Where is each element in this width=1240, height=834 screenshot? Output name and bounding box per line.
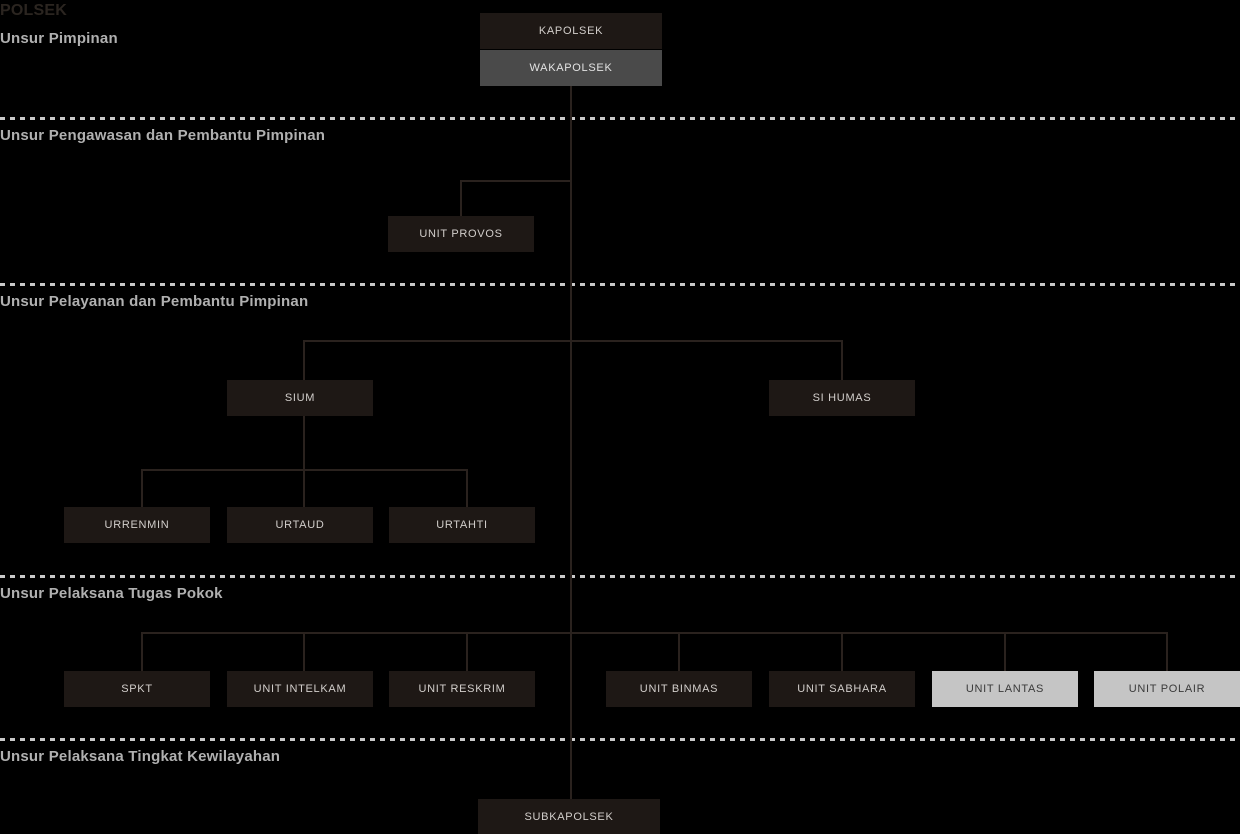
connector-intelkam-drop	[303, 632, 305, 671]
section-label-unsur-pimpinan: Unsur Pimpinan	[0, 30, 118, 47]
node-subkapolsek[interactable]: SUBKAPOLSEK	[478, 799, 660, 834]
connector-urtahti-drop	[466, 469, 468, 507]
node-urtaud[interactable]: URTAUD	[227, 507, 373, 543]
node-unit-reskrim[interactable]: UNIT RESKRIM	[389, 671, 535, 707]
node-si-humas[interactable]: SI HUMAS	[769, 380, 915, 416]
node-unit-lantas[interactable]: UNIT LANTAS	[932, 671, 1078, 707]
connector-spkt-drop	[141, 632, 143, 671]
section-label-unsur-pelaksana-kewilayahan: Unsur Pelaksana Tingkat Kewilayahan	[0, 748, 281, 765]
connector-tugas-pokok-bus	[141, 632, 1167, 634]
divider-pengawasan	[0, 117, 1240, 120]
section-label-unsur-pelayanan: Unsur Pelayanan dan Pembantu Pimpinan	[0, 293, 309, 310]
page-title: POLSEK	[0, 2, 67, 19]
connector-pelayanan-bus	[303, 340, 843, 342]
node-unit-binmas[interactable]: UNIT BINMAS	[606, 671, 752, 707]
divider-pelayanan	[0, 283, 1240, 286]
connector-binmas-drop	[678, 632, 680, 671]
section-label-unsur-pengawasan: Unsur Pengawasan dan Pembantu Pimpinan	[0, 127, 326, 144]
node-urtahti[interactable]: URTAHTI	[389, 507, 535, 543]
main-trunk-line	[570, 85, 572, 800]
node-unit-provos[interactable]: UNIT PROVOS	[388, 216, 534, 252]
node-kapolsek[interactable]: KAPOLSEK	[480, 13, 662, 49]
node-unit-intelkam[interactable]: UNIT INTELKAM	[227, 671, 373, 707]
node-sium[interactable]: SIUM	[227, 380, 373, 416]
connector-provos-vertical	[460, 180, 462, 217]
node-unit-polair[interactable]: UNIT POLAIR	[1094, 671, 1240, 707]
node-urrenmin[interactable]: URRENMIN	[64, 507, 210, 543]
connector-urrenmin-drop	[141, 469, 143, 507]
connector-sium-drop	[303, 340, 305, 380]
connector-sium-stem	[303, 416, 305, 507]
divider-kewilayahan	[0, 738, 1240, 741]
connector-reskrim-drop	[466, 632, 468, 671]
section-label-unsur-pelaksana-tugas-pokok: Unsur Pelaksana Tugas Pokok	[0, 585, 223, 602]
node-spkt[interactable]: SPKT	[64, 671, 210, 707]
connector-ur-bus	[141, 469, 466, 471]
node-unit-sabhara[interactable]: UNIT SABHARA	[769, 671, 915, 707]
connector-lantas-drop	[1004, 632, 1006, 671]
connector-polair-drop	[1166, 632, 1168, 671]
divider-tugas-pokok	[0, 575, 1240, 578]
connector-sabhara-drop	[841, 632, 843, 671]
node-wakapolsek[interactable]: WAKAPOLSEK	[480, 50, 662, 86]
connector-provos-horizontal	[460, 180, 571, 182]
connector-sihumas-drop	[841, 340, 843, 380]
